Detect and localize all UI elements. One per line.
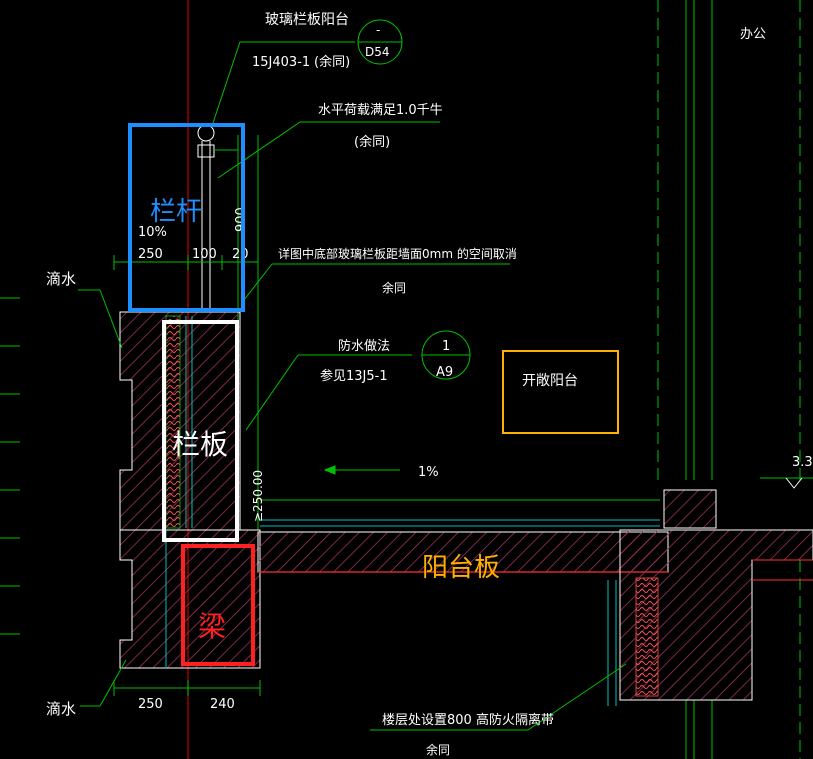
dimension-lines [113, 255, 261, 696]
dim-100: 100 [192, 247, 217, 262]
dim-20: 20 [232, 247, 249, 262]
beam-annotation-label: 梁 [198, 610, 226, 643]
label-ref-15j403: 15J403-1 [252, 55, 310, 70]
open-balcony-label: 开敞阳台 [522, 373, 578, 389]
label-same-3: 余同 [382, 280, 406, 295]
dim-250-top: 250 [138, 247, 163, 262]
dim-250-00: ≥250.00 [251, 470, 265, 522]
label-drip-bottom: 滴水 [46, 700, 76, 718]
parapet-annotation-label: 栏板 [172, 428, 228, 461]
wp-number-top: 1 [442, 339, 450, 354]
dim-250-bottom: 250 [138, 697, 163, 712]
glass-railing [197, 124, 259, 530]
railing-highlight-box [128, 123, 245, 312]
parapet-highlight-box [162, 320, 239, 542]
balcony-slab [257, 499, 669, 573]
label-drip-top: 滴水 [46, 270, 76, 288]
label-horizontal-load: 水平荷载满足1.0千牛 [318, 103, 443, 118]
label-elevation-right: 3.3 [792, 455, 813, 470]
wp-number-bottom: A9 [436, 365, 453, 380]
right-structure [607, 477, 813, 706]
dim-240: 240 [210, 697, 235, 712]
label-waterproof: 防水做法 [338, 338, 390, 354]
symbol-top: - [376, 23, 380, 37]
label-fire-belt: 楼层处设置800 高防火隔离带 [382, 712, 554, 728]
label-same-1: (余同) [314, 54, 350, 70]
label-same-2: (余同) [354, 134, 390, 150]
cad-labels: 玻璃栏板阳台 15J403-1 (余同) - D54 水平荷载满足1.0千牛 (… [46, 11, 813, 757]
beam-highlight-box [181, 544, 255, 666]
label-detail-note: 详图中底部玻璃栏板距墙面0mm 的空间取消 [278, 246, 517, 261]
symbol-bottom: D54 [365, 45, 390, 59]
left-tick-marks [0, 297, 20, 635]
beam-and-facade [119, 529, 261, 669]
label-slope-1: 1% [418, 465, 439, 480]
label-slope-10: 10% [138, 225, 167, 240]
leader-lines [78, 41, 627, 731]
open-balcony-box [502, 350, 619, 434]
label-glass-railing: 玻璃栏板阳台 [265, 11, 349, 28]
label-office: 办公 [740, 27, 766, 42]
balcony-slab-annotation-label: 阳台板 [422, 553, 500, 583]
railing-annotation-label: 栏杆 [150, 197, 202, 227]
parapet-wall [119, 311, 241, 531]
label-ref-13j5: 参见13J5-1 [320, 368, 388, 384]
annotation-overlays: 栏杆 栏板 梁 阳台板 开敞阳台 [128, 123, 619, 666]
reference-circles [357, 19, 471, 380]
label-same-4: 余同 [426, 742, 450, 757]
